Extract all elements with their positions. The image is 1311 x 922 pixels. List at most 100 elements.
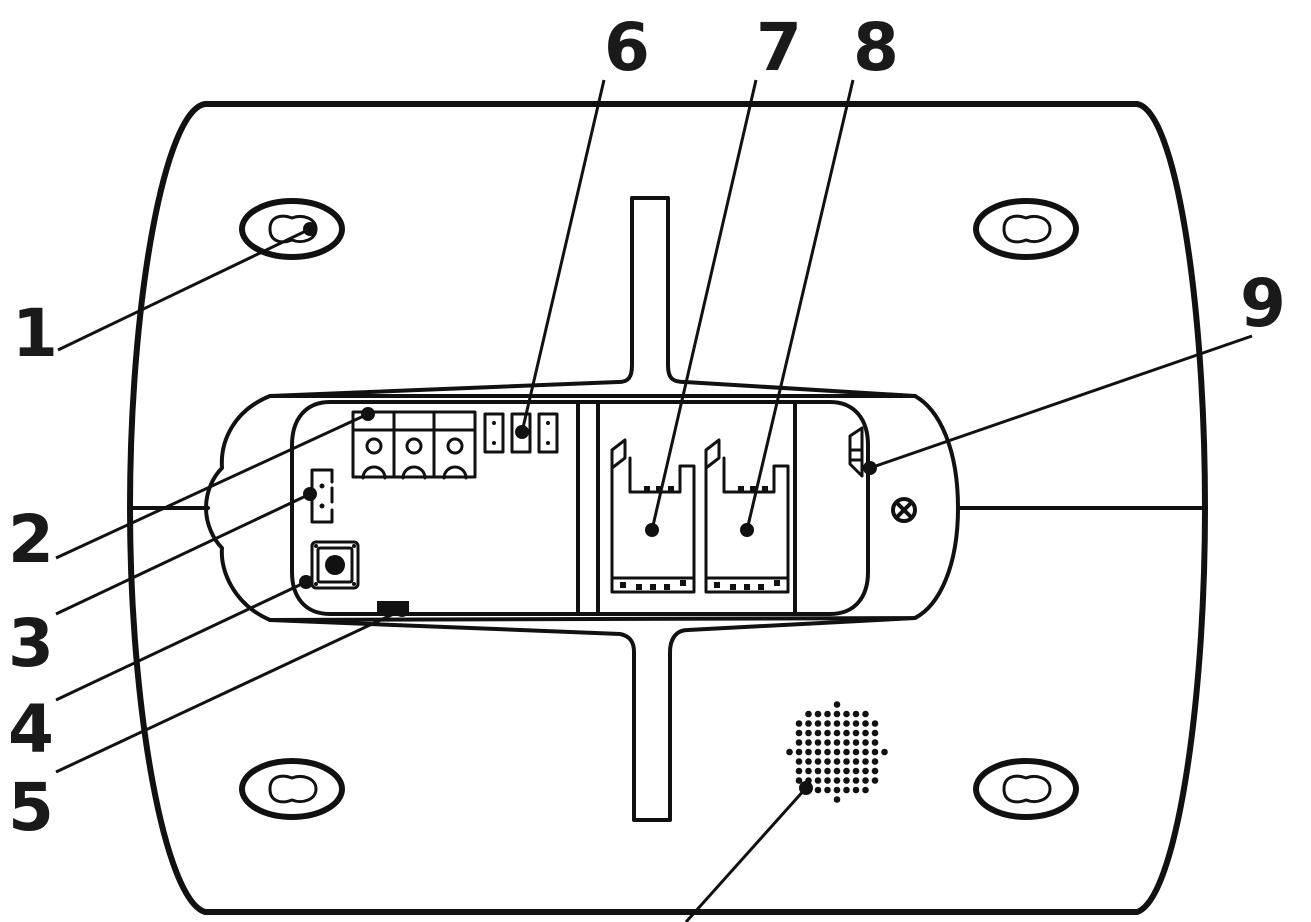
grille-hole: [824, 767, 831, 775]
grille-hole: [795, 739, 803, 746]
grille-hole: [843, 786, 850, 794]
leader-9: [869, 334, 1253, 470]
grille-hole: [862, 720, 869, 727]
grille-hole: [833, 786, 841, 794]
grille-hole: [843, 710, 850, 718]
mount-hole-bottom-right: [973, 758, 1079, 820]
grille-hole: [824, 786, 831, 794]
side-connector: [848, 426, 864, 478]
speaker-grille: [786, 701, 888, 803]
leader-dot-6: [515, 425, 529, 439]
leader-1: [57, 227, 311, 352]
leader-5: [55, 608, 403, 774]
grille-hole: [833, 777, 841, 784]
grille-hole: [814, 767, 822, 775]
grille-hole: [795, 720, 803, 727]
compartment-outline: [204, 394, 960, 622]
grille-hole: [852, 777, 860, 784]
grille-hole: [795, 729, 803, 737]
grille-hole: [862, 739, 869, 746]
circuit-board: [290, 400, 870, 616]
grille-hole: [852, 758, 860, 765]
leader-dot-3: [303, 487, 317, 501]
callout-label-2: 2: [8, 501, 54, 578]
grille-hole: [824, 710, 831, 718]
leader-dot-10: [799, 781, 813, 795]
grille-hole: [833, 748, 841, 756]
grille-hole: [881, 748, 888, 756]
grille-hole: [824, 758, 831, 765]
callout-label-4: 4: [8, 691, 54, 768]
grille-hole: [852, 767, 860, 775]
grille-hole: [824, 777, 831, 784]
callout-label-6: 6: [604, 9, 650, 86]
grille-hole: [862, 710, 869, 718]
sim-slot-1: [610, 438, 696, 594]
mount-hole-bottom-left: [239, 758, 345, 820]
grille-hole: [843, 739, 850, 746]
grille-hole: [862, 748, 869, 756]
leader-7: [650, 79, 758, 531]
leader-10: [684, 786, 808, 922]
grille-hole: [824, 729, 831, 737]
grille-hole: [833, 739, 841, 746]
grille-hole: [843, 720, 850, 727]
leader-dot-5: [395, 603, 409, 617]
mount-hole-top-right: [973, 198, 1079, 260]
grille-hole: [852, 720, 860, 727]
grille-hole: [862, 767, 869, 775]
callout-label-5: 5: [8, 769, 54, 846]
grille-hole: [814, 729, 822, 737]
mount-hole-top-left: [239, 198, 345, 260]
callout-label-1: 1: [12, 295, 58, 372]
grille-hole: [852, 786, 860, 794]
grille-hole: [833, 710, 841, 718]
leader-3: [55, 492, 311, 616]
grille-hole: [805, 710, 812, 718]
grille-hole: [843, 729, 850, 737]
grille-hole: [833, 720, 841, 727]
leader-dot-4: [299, 575, 313, 589]
leader-dot-8: [740, 523, 754, 537]
leader-dot-2: [361, 407, 375, 421]
grille-hole: [814, 710, 822, 718]
grille-hole: [833, 796, 841, 803]
rib-bottom: [268, 616, 917, 822]
grille-hole: [871, 748, 879, 756]
grille-hole: [833, 729, 841, 737]
grille-hole: [805, 739, 812, 746]
callout-label-9: 9: [1240, 265, 1286, 342]
grille-hole: [843, 777, 850, 784]
grille-hole: [871, 758, 879, 765]
grille-hole: [871, 720, 879, 727]
grille-hole: [795, 758, 803, 765]
grille-hole: [852, 729, 860, 737]
grille-hole: [862, 758, 869, 765]
grille-hole: [852, 739, 860, 746]
grille-hole: [833, 701, 841, 708]
grille-hole: [795, 777, 803, 784]
grille-hole: [814, 720, 822, 727]
grille-hole: [824, 748, 831, 756]
grille-hole: [843, 767, 850, 775]
grille-hole: [814, 739, 822, 746]
grille-hole: [862, 729, 869, 737]
callout-label-3: 3: [8, 605, 54, 682]
grille-hole: [814, 748, 822, 756]
grille-hole: [871, 777, 879, 784]
leader-4: [55, 580, 307, 702]
grille-hole: [805, 748, 812, 756]
grille-hole: [824, 739, 831, 746]
grille-hole: [824, 720, 831, 727]
grille-hole: [833, 758, 841, 765]
callout-label-7: 7: [756, 9, 802, 86]
screw-icon: [891, 497, 917, 523]
grille-hole: [805, 758, 812, 765]
terminal-block: [351, 410, 477, 480]
leader-6: [520, 79, 606, 433]
grille-hole: [795, 748, 803, 756]
grille-hole: [805, 720, 812, 727]
leader-8: [745, 79, 855, 531]
grille-hole: [843, 758, 850, 765]
